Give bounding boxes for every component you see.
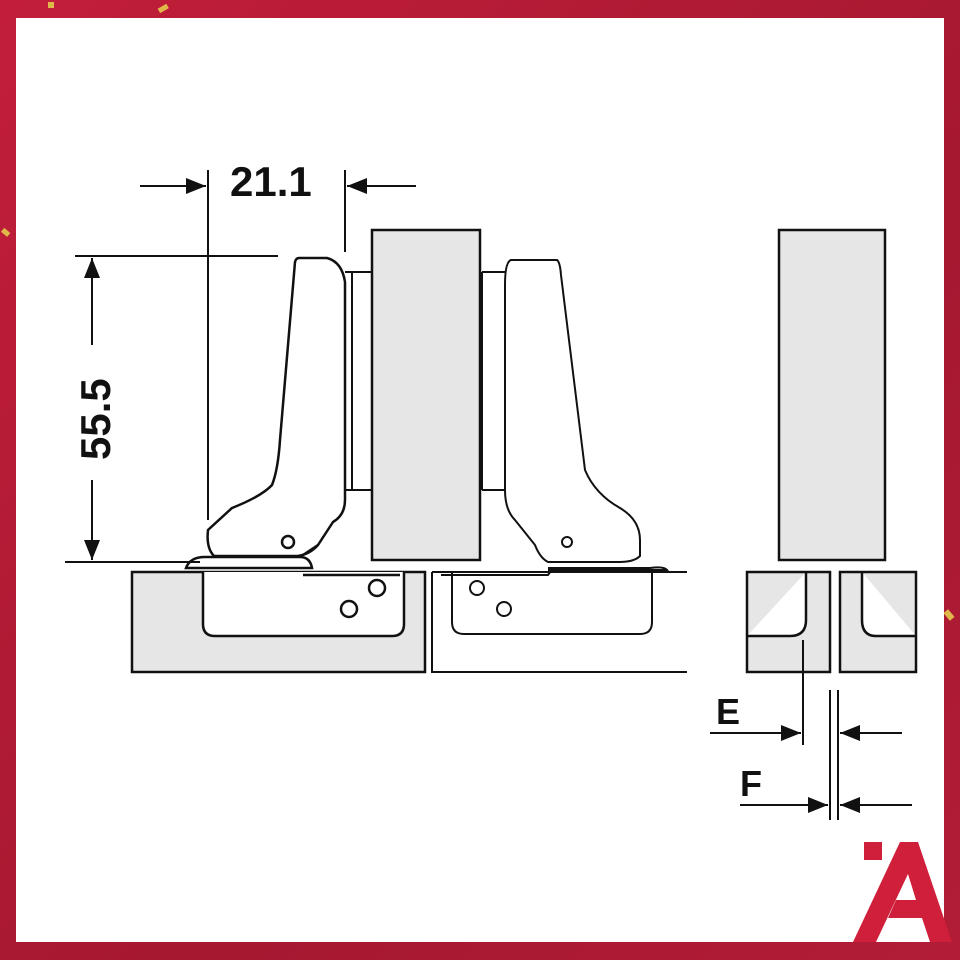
mounting-plate-outline [548, 566, 670, 571]
screw-hole [339, 599, 359, 619]
hinge-arm-outline [504, 259, 641, 563]
hinge-cup [201, 572, 406, 638]
left-hinge-view [130, 228, 482, 674]
hinge-cup-outline [451, 572, 653, 635]
middle-hinge-view [431, 259, 687, 673]
dimension-height [65, 255, 278, 563]
screw-hole [496, 601, 512, 617]
dimension-width [140, 170, 416, 520]
cabinet-side-panel-outline [431, 571, 687, 673]
mounting-plate [184, 555, 314, 570]
dimension-e [710, 640, 902, 820]
pivot-pin [561, 536, 573, 548]
label-e: E [716, 691, 740, 732]
a-logo-icon [853, 842, 952, 942]
hinge-arm [206, 256, 347, 558]
dimension-height-label: 55.5 [72, 378, 119, 460]
screw-hole [469, 580, 485, 596]
dimension-width-label: 21.1 [230, 158, 312, 205]
gap-detail-view [745, 228, 918, 674]
hinge-connector [345, 271, 372, 491]
label-f: F [740, 763, 762, 804]
door-panel-side [777, 228, 887, 562]
door-panel [370, 228, 482, 562]
screw-hole [367, 578, 387, 598]
pivot-pin [280, 534, 296, 550]
confetti-decoration [1, 2, 955, 621]
dimension-f [740, 690, 912, 820]
